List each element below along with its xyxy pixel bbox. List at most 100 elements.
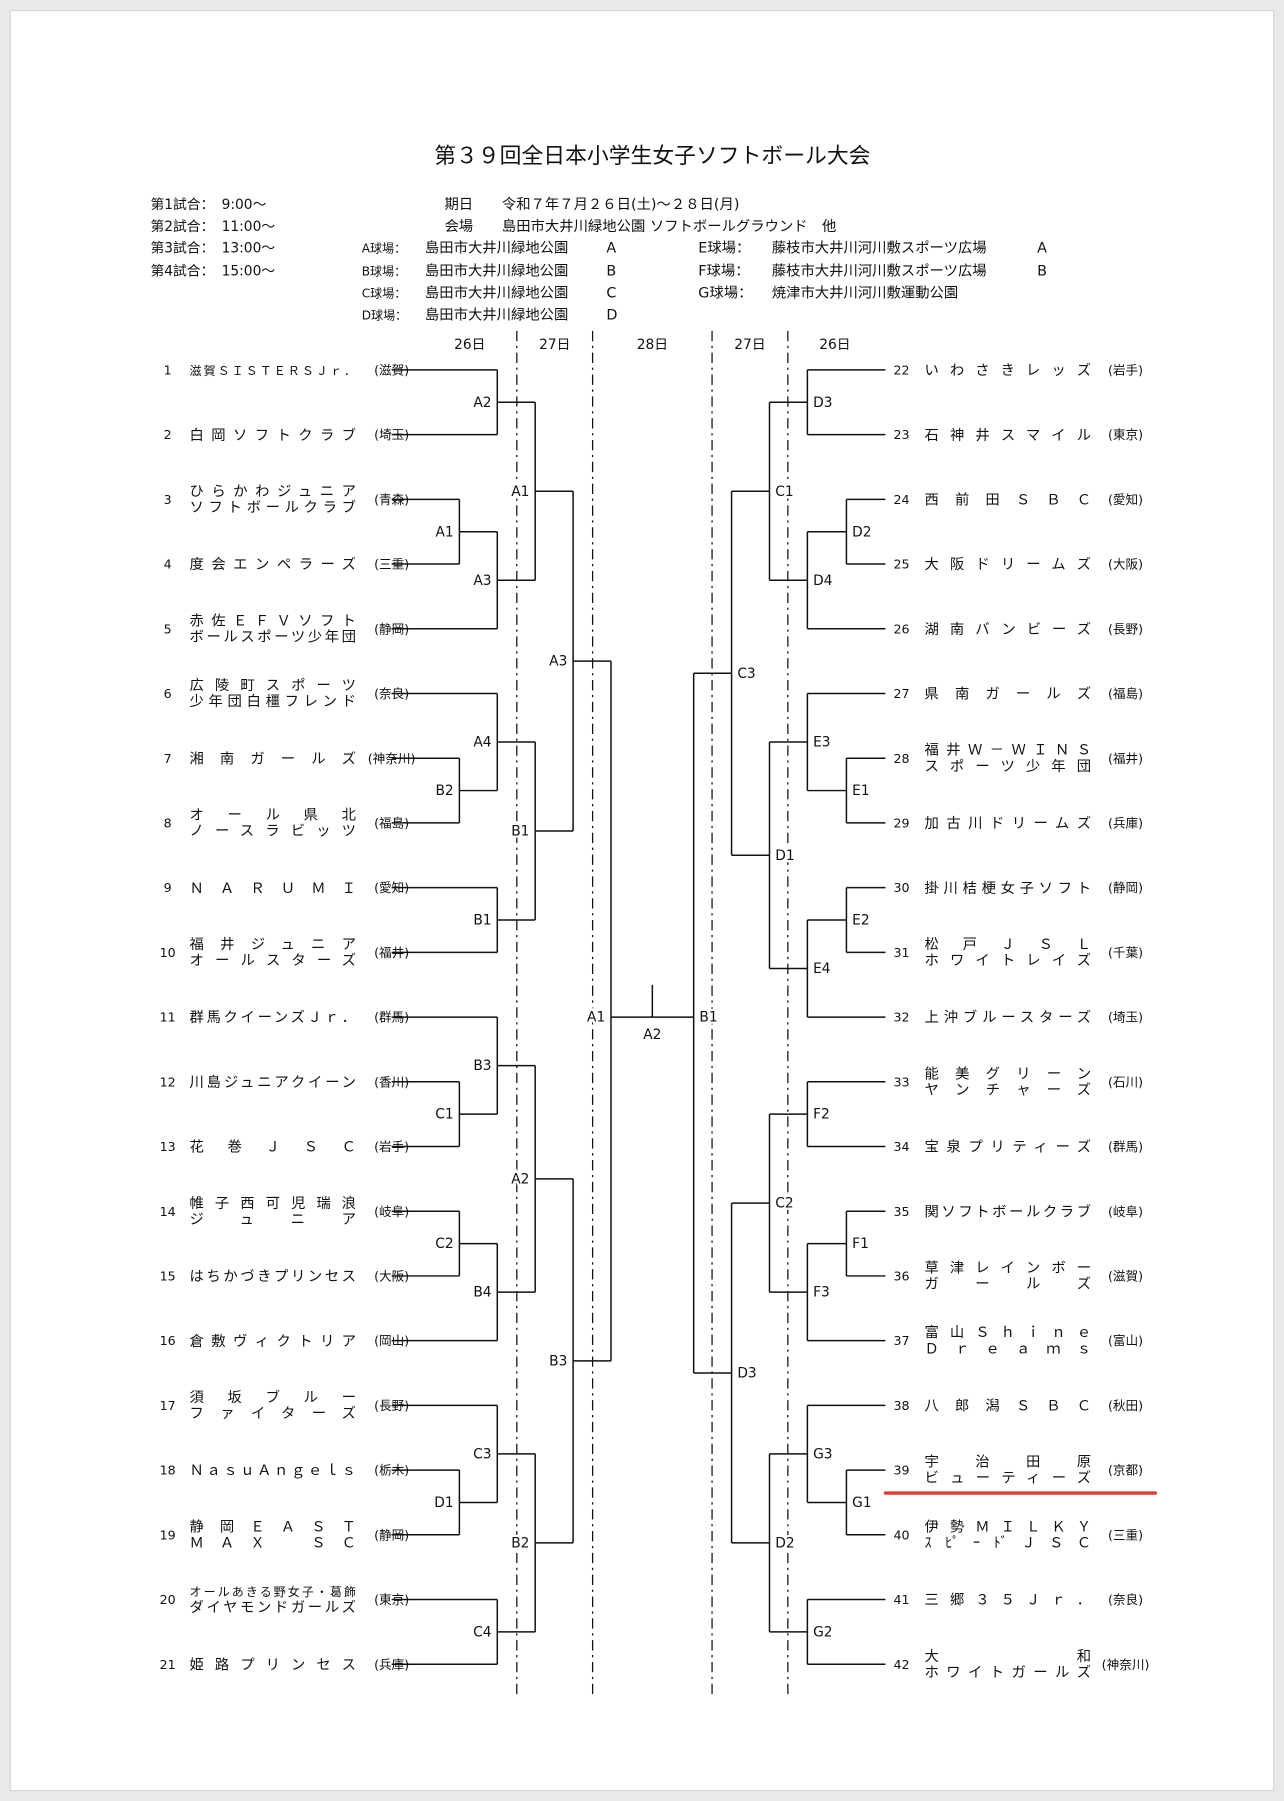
team-number: 28 <box>894 751 910 766</box>
match-label: A1 <box>587 1010 605 1026</box>
schedule-label: 第1試合： <box>150 196 214 213</box>
team-number: 32 <box>894 1010 910 1025</box>
team-prefecture: (長野) <box>1108 621 1143 636</box>
match-label: B3 <box>473 1058 491 1074</box>
field-code: A <box>1037 241 1047 257</box>
event-info: 期日 令和７年７月２６日(土)～２８日(月) 会場 島田市大井川緑地公園 ソフト… <box>444 196 836 235</box>
team-number: 23 <box>894 427 910 442</box>
match-label: B1 <box>511 824 529 840</box>
team-number: 24 <box>894 492 910 507</box>
team-prefecture: (青森) <box>374 492 409 507</box>
field-place: 藤枝市大井川河川敷スポーツ広場 <box>772 240 987 257</box>
field-code: B <box>1037 264 1047 280</box>
team-number: 41 <box>894 1592 910 1607</box>
day-label: 26日 <box>454 337 485 353</box>
team-number: 12 <box>160 1074 176 1089</box>
team-number: 8 <box>164 816 172 831</box>
team-prefecture: (岩手) <box>374 1139 409 1154</box>
match-label: A1 <box>511 484 529 500</box>
team-number: 7 <box>164 751 172 766</box>
team-prefecture: (滋賀) <box>1108 1269 1143 1284</box>
field-place: 島田市大井川緑地公園 <box>425 306 568 323</box>
match-label: B3 <box>549 1353 567 1369</box>
match-labels: A2A1A3A1B2A4B1B1A3C1B3C2B4A2D1C3C4B2B3D3… <box>432 393 874 1643</box>
field-label: C球場： <box>362 287 407 301</box>
field-code: B <box>606 264 616 280</box>
team-name: 少年団白橿フレンド <box>189 693 356 710</box>
bracket-lines <box>391 369 886 1665</box>
team-number: 4 <box>164 557 172 572</box>
team-number: 11 <box>160 1010 176 1025</box>
team-prefecture: (群馬) <box>374 1010 409 1025</box>
match-label: A2 <box>473 395 491 411</box>
match-label: B2 <box>435 783 453 799</box>
team-prefecture: (大阪) <box>1108 557 1143 572</box>
team-number: 36 <box>894 1269 910 1284</box>
venue-value: 島田市大井川緑地公園 ソフトボールグラウンド 他 <box>502 218 836 235</box>
team-number: 34 <box>894 1139 910 1154</box>
day-label: 27日 <box>539 337 570 353</box>
venue-label: 会場 <box>444 218 473 235</box>
team-number: 16 <box>160 1333 176 1348</box>
schedule-label: 第2試合： <box>150 218 214 235</box>
team-prefecture: (滋賀) <box>374 362 409 377</box>
team-name: 須坂ブルー <box>189 1388 356 1406</box>
match-label: C2 <box>435 1236 453 1252</box>
field-place: 島田市大井川緑地公園 <box>425 263 568 280</box>
team-prefecture: (大阪) <box>374 1269 409 1284</box>
team-prefecture: (千葉) <box>1108 945 1143 960</box>
team-prefecture: (香川) <box>374 1074 409 1089</box>
schedule-time: 11:00～ <box>222 219 276 235</box>
team-number: 25 <box>894 557 910 572</box>
day-label: 26日 <box>819 337 850 353</box>
field-place: 藤枝市大井川河川敷スポーツ広場 <box>772 263 987 280</box>
match-schedule: 第1試合： 9:00～ 第2試合： 11:00～ 第3試合： 13:00～ 第4… <box>150 196 275 280</box>
match-label: B2 <box>511 1535 529 1551</box>
match-label: F2 <box>813 1107 830 1123</box>
match-label: G3 <box>813 1447 832 1463</box>
team-prefecture: (兵庫) <box>374 1657 409 1672</box>
match-label: C2 <box>775 1196 793 1212</box>
period-label: 期日 <box>444 196 473 213</box>
match-label: G1 <box>852 1495 871 1511</box>
schedule-time: 15:00～ <box>222 264 276 280</box>
match-label: A2 <box>511 1171 529 1187</box>
team-name: 上沖ブルースターズ <box>925 1008 1092 1026</box>
team-prefecture: (三重) <box>374 557 409 572</box>
match-label: E1 <box>852 783 869 799</box>
team-name: ソフトボールクラブ <box>189 498 356 516</box>
team-number: 14 <box>160 1204 176 1219</box>
field-code: D <box>606 307 617 323</box>
team-prefecture: (福井) <box>1108 751 1143 766</box>
team-prefecture: (奈良) <box>1108 1592 1143 1607</box>
team-number: 38 <box>894 1398 910 1413</box>
match-label: C1 <box>775 484 793 500</box>
team-prefecture: (栃木) <box>374 1463 409 1478</box>
team-number: 10 <box>160 945 176 960</box>
field-label: B球場： <box>362 265 406 279</box>
team-number: 40 <box>894 1527 910 1542</box>
team-number: 20 <box>160 1592 176 1607</box>
team-prefecture: (長野) <box>374 1398 409 1413</box>
team-number: 17 <box>160 1398 176 1413</box>
team-prefecture: (群馬) <box>1108 1139 1143 1154</box>
team-prefecture: (奈良) <box>374 686 409 701</box>
field-code: A <box>606 241 616 257</box>
schedule-label: 第3試合： <box>150 240 214 257</box>
team-number: 2 <box>164 427 172 442</box>
team-prefecture: (東京) <box>374 1592 409 1607</box>
match-label: D1 <box>434 1495 453 1511</box>
schedule-label: 第4試合： <box>150 263 214 280</box>
team-number: 15 <box>160 1269 176 1284</box>
match-label: D2 <box>775 1535 794 1551</box>
match-label: C3 <box>737 666 755 682</box>
match-label: B1 <box>699 1010 717 1026</box>
team-number: 1 <box>164 362 172 377</box>
team-prefecture: (石川) <box>1108 1074 1143 1089</box>
team-name: 松戸ＪＳＬ <box>925 936 1092 953</box>
match-label: C1 <box>435 1107 453 1123</box>
team-prefecture: (福島) <box>374 816 409 831</box>
